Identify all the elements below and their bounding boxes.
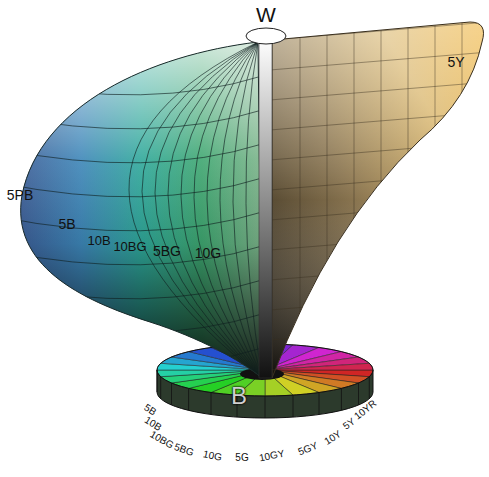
- value-line: [270, 292, 489, 310]
- black-pole-label: B: [231, 384, 247, 408]
- hue-label: 10Y: [323, 429, 343, 447]
- side-line: [171, 383, 172, 405]
- hue-label: 10G: [202, 449, 223, 463]
- hue-label: 5Y: [341, 416, 357, 431]
- hue-meridian: [220, 42, 262, 378]
- hue-label: 5PB: [7, 188, 33, 202]
- value-line: [270, 82, 489, 100]
- side-line: [358, 383, 359, 405]
- value-line: [270, 202, 489, 220]
- hue-label: 5Y: [447, 55, 464, 69]
- value-line: [270, 322, 489, 340]
- chroma-line: [381, 0, 382, 400]
- hue-label: 10GY: [258, 448, 285, 463]
- value-line: [270, 232, 489, 250]
- value-curve: [0, 348, 262, 367]
- value-curve: [0, 110, 262, 129]
- value-line: [270, 52, 489, 70]
- side-line: [369, 377, 370, 399]
- value-curve: [0, 178, 262, 197]
- hue-label: 10B: [87, 234, 110, 247]
- hue-label: 5BG: [153, 244, 181, 258]
- side-line: [341, 388, 342, 410]
- hue-label: 5BG: [173, 442, 195, 458]
- side-line: [265, 396, 266, 418]
- hue-label: 10G: [195, 246, 221, 260]
- hue-label: 5B: [142, 403, 158, 418]
- chroma-line: [300, 0, 301, 400]
- side-line: [211, 393, 212, 415]
- hue-meridian: [142, 42, 262, 378]
- side-line: [293, 395, 294, 417]
- side-line: [188, 388, 189, 410]
- hue-meridian: [155, 42, 262, 378]
- side-line: [319, 393, 320, 415]
- hue-label: 5GY: [297, 441, 319, 458]
- value-line: [270, 262, 489, 280]
- hue-meridian: [129, 42, 262, 378]
- hue-label: 10BG: [113, 240, 146, 253]
- chroma-line: [354, 0, 355, 400]
- value-curve: [0, 212, 262, 231]
- value-line: [270, 352, 489, 370]
- value-line: [270, 142, 489, 160]
- hue-label: 5G: [235, 453, 248, 463]
- side-line: [160, 377, 161, 399]
- side-line: [157, 370, 158, 392]
- value-line: [270, 112, 489, 130]
- white-pole-label: W: [256, 4, 276, 25]
- hue-wedge: [265, 363, 373, 370]
- value-line: [270, 172, 489, 190]
- hue-meridian: [181, 42, 262, 378]
- chroma-line: [435, 0, 436, 400]
- chroma-line: [408, 0, 409, 400]
- hue-meridian: [233, 42, 262, 378]
- hue-label: 10BG: [148, 429, 175, 450]
- hue-label: 5B: [58, 217, 75, 231]
- chroma-line: [327, 0, 328, 400]
